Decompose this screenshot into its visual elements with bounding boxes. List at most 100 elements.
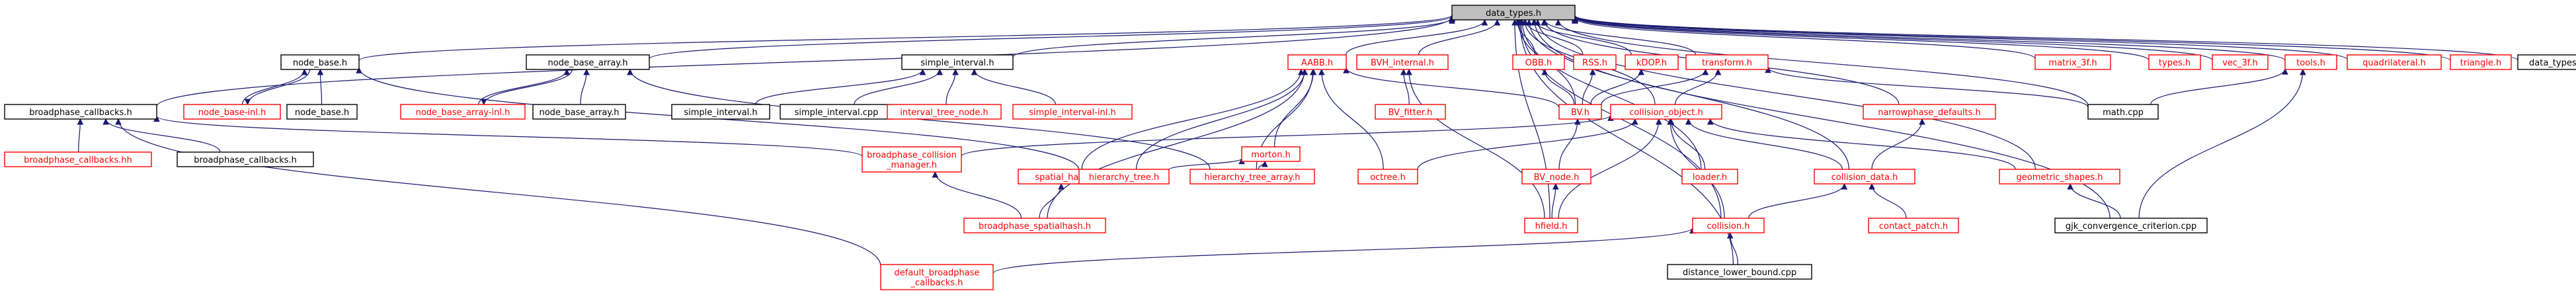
node-morton[interactable]: morton.h bbox=[1241, 146, 1301, 162]
edge-tools-to-data-types-root bbox=[1572, 15, 2286, 62]
node-broadphase-spatialhash[interactable]: broadphase_spatialhash.h bbox=[963, 218, 1106, 233]
node-box bbox=[1287, 54, 1347, 70]
node-label: hierarchy_tree.h bbox=[1089, 173, 1159, 183]
node-box bbox=[286, 104, 358, 120]
node-broadphase-collision-manager[interactable]: broadphase_collision_manager.h bbox=[862, 146, 962, 173]
edge-line bbox=[1533, 19, 1632, 56]
node-collision-data[interactable]: collision_data.h bbox=[1814, 169, 1915, 185]
node-bv-h[interactable]: BV.h bbox=[1558, 104, 1602, 120]
edge-line bbox=[1558, 118, 1660, 219]
node-broadphase-callbacks-hh[interactable]: broadphase_callbacks.hh bbox=[4, 151, 152, 167]
node-obb[interactable]: OBB.h bbox=[1512, 54, 1565, 70]
node-label: gjk_convergence_criterion.cpp bbox=[2066, 222, 2196, 231]
node-rss[interactable]: RSS.h bbox=[1573, 54, 1617, 70]
node-triangle[interactable]: triangle.h bbox=[2450, 54, 2512, 70]
edge-line bbox=[1418, 19, 1498, 56]
node-collision-object[interactable]: collision_object.h bbox=[1610, 104, 1722, 120]
node-label: vec_3f.h bbox=[2222, 58, 2258, 68]
node-transform[interactable]: transform.h bbox=[1685, 54, 1769, 70]
node-matrix-3f[interactable]: matrix_3f.h bbox=[2034, 54, 2111, 70]
node-hfield[interactable]: hfield.h bbox=[1524, 218, 1578, 233]
edge-arrowhead bbox=[1667, 118, 1673, 125]
edge-arrowhead bbox=[1481, 19, 1488, 26]
node-loader[interactable]: loader.h bbox=[1681, 169, 1738, 185]
edge-line bbox=[1574, 16, 2213, 61]
edge-arrowhead bbox=[952, 68, 959, 75]
edge-collision-data-to-narrowphase-defaults bbox=[1871, 118, 1925, 170]
node-bv-node[interactable]: BV_node.h bbox=[1521, 169, 1591, 185]
node-box bbox=[671, 104, 770, 120]
edge-line bbox=[649, 15, 1453, 60]
edge-line bbox=[1670, 118, 1706, 170]
edge-arrowhead bbox=[1554, 19, 1562, 26]
node-data-types-root[interactable]: data_types.h bbox=[1451, 5, 1576, 21]
node-interval-tree-node[interactable]: interval_tree_node.h bbox=[887, 104, 1002, 120]
edge-line bbox=[934, 171, 1022, 219]
node-narrowphase-defaults[interactable]: narrowphase_defaults.h bbox=[1863, 104, 1996, 120]
node-hierarchy-tree-array[interactable]: hierarchy_tree_array.h bbox=[1189, 169, 1315, 185]
node-label: interval_tree_node.h bbox=[900, 108, 988, 118]
node-node-base-array[interactable]: node_base_array.h bbox=[526, 54, 650, 70]
node-label: BVH_internal.h bbox=[1371, 58, 1434, 68]
node-distance-lower-bound[interactable]: distance_lower_bound.cpp bbox=[1667, 264, 1812, 280]
edge-line bbox=[1514, 19, 1550, 219]
node-node-base-array-inl[interactable]: node_base_array-inl.h bbox=[400, 104, 526, 120]
edge-arrowhead bbox=[1511, 19, 1518, 26]
edge-line bbox=[1590, 69, 1642, 105]
edge-line bbox=[1321, 69, 1384, 170]
node-collision-h[interactable]: collision.h bbox=[1692, 218, 1765, 233]
node-node-base-array-leaf[interactable]: node_base_array.h bbox=[532, 104, 626, 120]
node-data-types-leaf[interactable]: data_types.h bbox=[2517, 54, 2576, 70]
node-hierarchy-tree[interactable]: hierarchy_tree.h bbox=[1078, 169, 1170, 185]
edge-arrowhead bbox=[1525, 19, 1533, 26]
edge-line bbox=[2138, 69, 2304, 219]
edge-geometric-shapes-to-collision-object bbox=[1707, 118, 2016, 170]
edge-line bbox=[156, 17, 1453, 107]
node-tools[interactable]: tools.h bbox=[2284, 54, 2337, 70]
edge-line bbox=[105, 118, 221, 153]
node-node-base-leaf[interactable]: node_base.h bbox=[286, 104, 358, 120]
node-label: BV.h bbox=[1571, 108, 1590, 118]
node-gjk-convergence[interactable]: gjk_convergence_criterion.cpp bbox=[2054, 218, 2208, 233]
edge-line bbox=[1574, 17, 2150, 61]
node-simple-interval-inl[interactable]: simple_interval-inl.h bbox=[1012, 104, 1133, 120]
node-box bbox=[963, 218, 1106, 233]
node-box bbox=[880, 264, 994, 290]
node-contact-patch[interactable]: contact_patch.h bbox=[1868, 218, 1959, 233]
edge-line bbox=[854, 69, 940, 105]
node-aabb[interactable]: AABB.h bbox=[1287, 54, 1347, 70]
node-label: broadphase_callbacks.h bbox=[29, 108, 132, 118]
node-label: node_base.h bbox=[295, 108, 349, 118]
node-node-base-inl[interactable]: node_base-inl.h bbox=[183, 104, 281, 120]
edge-line bbox=[1670, 118, 1725, 219]
node-default-broadphase-callbacks[interactable]: default_broadphase_callbacks.h bbox=[880, 264, 994, 290]
node-node-base[interactable]: node_base.h bbox=[280, 54, 360, 70]
node-broadphase-callbacks-leaf[interactable]: broadphase_callbacks.h bbox=[177, 151, 314, 167]
node-types-h[interactable]: types.h bbox=[2148, 54, 2201, 70]
edge-hfield-to-bv-node bbox=[1551, 183, 1559, 219]
node-box bbox=[4, 151, 152, 167]
edge-arrowhead bbox=[563, 68, 571, 75]
node-bvh-internal[interactable]: BVH_internal.h bbox=[1356, 54, 1449, 70]
edge-line bbox=[483, 69, 573, 105]
node-box bbox=[177, 151, 314, 167]
node-octree[interactable]: octree.h bbox=[1357, 169, 1418, 185]
edge-arrowhead bbox=[1714, 68, 1722, 75]
edge-arrowhead bbox=[1531, 19, 1538, 26]
node-simple-interval-leaf[interactable]: simple_interval.h bbox=[671, 104, 770, 120]
edge-arrowhead bbox=[1406, 68, 1412, 75]
node-vec-3f[interactable]: vec_3f.h bbox=[2212, 54, 2269, 70]
node-label: geometric_shapes.h bbox=[2017, 173, 2103, 183]
node-simple-interval-cpp[interactable]: simple_interval.cpp bbox=[780, 104, 893, 120]
node-broadphase-callbacks-h[interactable]: broadphase_callbacks.h bbox=[4, 104, 157, 120]
node-geometric-shapes[interactable]: geometric_shapes.h bbox=[1999, 169, 2120, 185]
edge-broadphase-spatialhash-to-aabb bbox=[1047, 68, 1308, 219]
node-label: collision.h bbox=[1707, 222, 1750, 231]
edge-line bbox=[1408, 69, 1545, 219]
node-simple-interval-h[interactable]: simple_interval.h bbox=[901, 54, 1014, 70]
node-quadrilateral[interactable]: quadrilateral.h bbox=[2347, 54, 2442, 70]
node-bv-fitter[interactable]: BV_fitter.h bbox=[1375, 104, 1446, 120]
edge-broadphase-callbacks-leaf-to-broadphase-callbacks-h bbox=[102, 118, 221, 153]
node-kdop[interactable]: kDOP.h bbox=[1625, 54, 1679, 70]
node-math-cpp[interactable]: math.cpp bbox=[2087, 104, 2159, 120]
